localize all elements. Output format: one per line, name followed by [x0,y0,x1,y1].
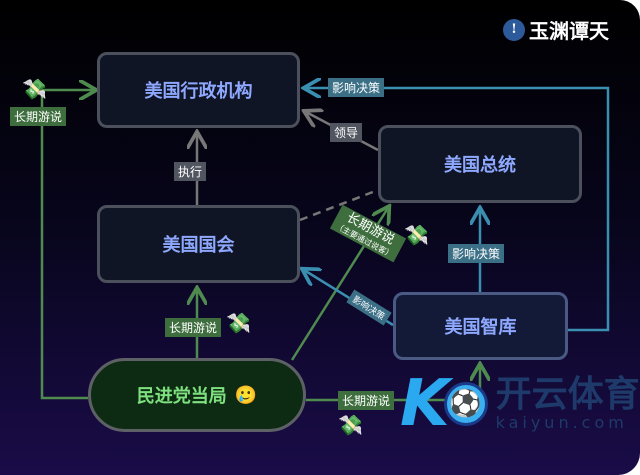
label-lobby-congress: 长期游说 [165,318,222,337]
label-influence-right: 影响决策 [448,244,505,263]
label-execute: 执行 [174,162,207,181]
label-lobby-left: 长期游说 [10,107,67,126]
node-executive: 美国行政机构 [97,52,300,128]
label-influence-top: 影响决策 [328,78,385,97]
node-dpp: 民进党当局🥲 [88,358,306,432]
flying-money-icon: 💸 [22,77,47,101]
soccer-ball-icon: ⚽ [443,382,488,426]
label-lead: 领导 [330,123,363,142]
edge-influence-top [306,88,610,332]
flying-money-icon: 💸 [338,413,363,437]
node-congress: 美国国会 [97,205,300,283]
node-thinktank: 美国智库 [393,292,568,360]
watermark-k-logo: K [400,367,450,441]
flying-money-icon: 💸 [226,311,251,335]
flying-money-icon: 💸 [404,223,429,247]
node-president: 美国总统 [378,125,582,203]
brand-logo: !玉渊谭天 [503,15,609,44]
exclamation-badge-icon: ! [503,18,525,41]
edge-lobby-left [40,90,94,400]
crying-face-emoji: 🥲 [234,384,258,406]
label-lobby-thinktank: 长期游说 [338,391,395,410]
